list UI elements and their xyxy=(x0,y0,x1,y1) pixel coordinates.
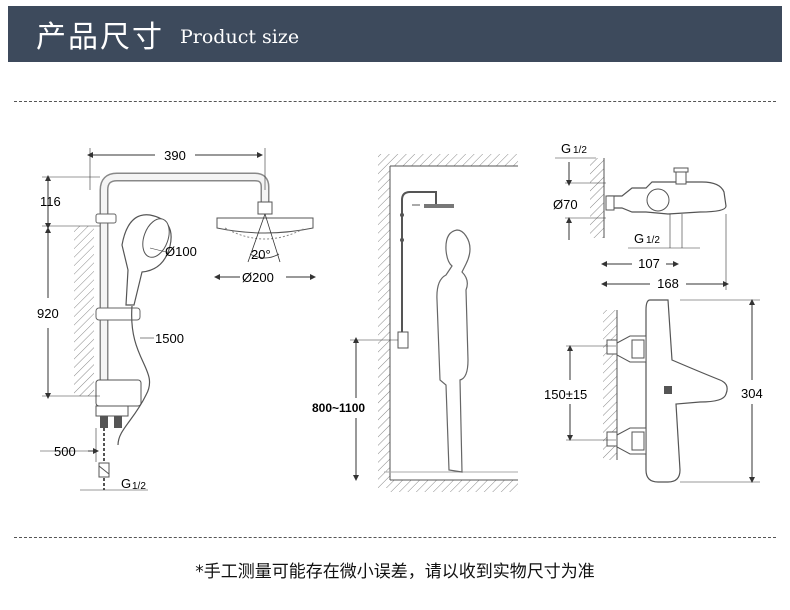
valve-spacing: 150±15 xyxy=(544,387,587,402)
head-diameter: Ø200 xyxy=(242,270,274,285)
valve-top-connection: G xyxy=(561,141,571,156)
person-silhouette xyxy=(436,229,471,473)
title-english: Product size xyxy=(180,26,300,48)
hand-shower-holder xyxy=(95,307,141,321)
wall-hatch xyxy=(74,226,94,396)
page-header: 产品尺寸 Product size xyxy=(8,6,782,62)
installation-diagram: 800~1100 xyxy=(312,154,518,492)
ceiling-hatch xyxy=(378,154,518,166)
dim-top-offset-label: 116 xyxy=(40,194,61,209)
column-connection-fraction: 1/2 xyxy=(132,481,146,492)
valve-front-body xyxy=(645,299,728,483)
bottom-divider xyxy=(14,537,776,538)
title-chinese: 产品尺寸 xyxy=(36,20,164,55)
valve-height: 304 xyxy=(741,386,763,401)
valve-total-depth: 168 xyxy=(657,276,679,291)
column-connection: G xyxy=(121,476,131,491)
installed-column xyxy=(401,191,437,340)
mixer-body xyxy=(95,379,142,407)
valve-depth: 107 xyxy=(638,256,660,271)
dim-bottom-offset-label: 500 xyxy=(54,444,76,459)
valve-top-connection-fraction: 1/2 xyxy=(573,145,587,156)
spray-angle: 20° xyxy=(251,247,271,262)
shower-head xyxy=(216,217,314,234)
valve-top-view: G 1/2 Ø70 G 1/2 107 168 xyxy=(553,141,729,291)
mount-height-label: 800~1100 xyxy=(312,401,365,415)
upper-bracket xyxy=(95,213,117,224)
hose xyxy=(117,305,151,446)
top-divider xyxy=(14,101,776,102)
head-connector xyxy=(257,201,273,215)
hand-shower-face xyxy=(142,218,170,258)
shower-column-diagram: 390 116 920 Ø100 1500 20° Ø200 500 G 1/2 xyxy=(37,148,316,492)
valve-bottom-connection: G xyxy=(634,231,644,246)
hose-length: 1500 xyxy=(155,331,184,346)
hand-shower-diameter: Ø100 xyxy=(165,244,197,259)
floor-hatch xyxy=(390,480,518,492)
valve-button xyxy=(664,386,672,394)
dim-width-label: 390 xyxy=(164,148,186,163)
valve-knob xyxy=(646,188,670,212)
measurement-footnote: *手工测量可能存在微小误差，请以收到实物尺寸为准 xyxy=(195,562,595,582)
valve-front-view: 150±15 304 xyxy=(544,299,763,483)
wall-hatch-middle xyxy=(378,166,390,488)
wall-hatch-valve xyxy=(590,158,604,238)
valve-diameter: Ø70 xyxy=(553,197,578,212)
dim-height-label: 920 xyxy=(37,306,59,321)
valve-bottom-connection-fraction: 1/2 xyxy=(646,235,660,246)
